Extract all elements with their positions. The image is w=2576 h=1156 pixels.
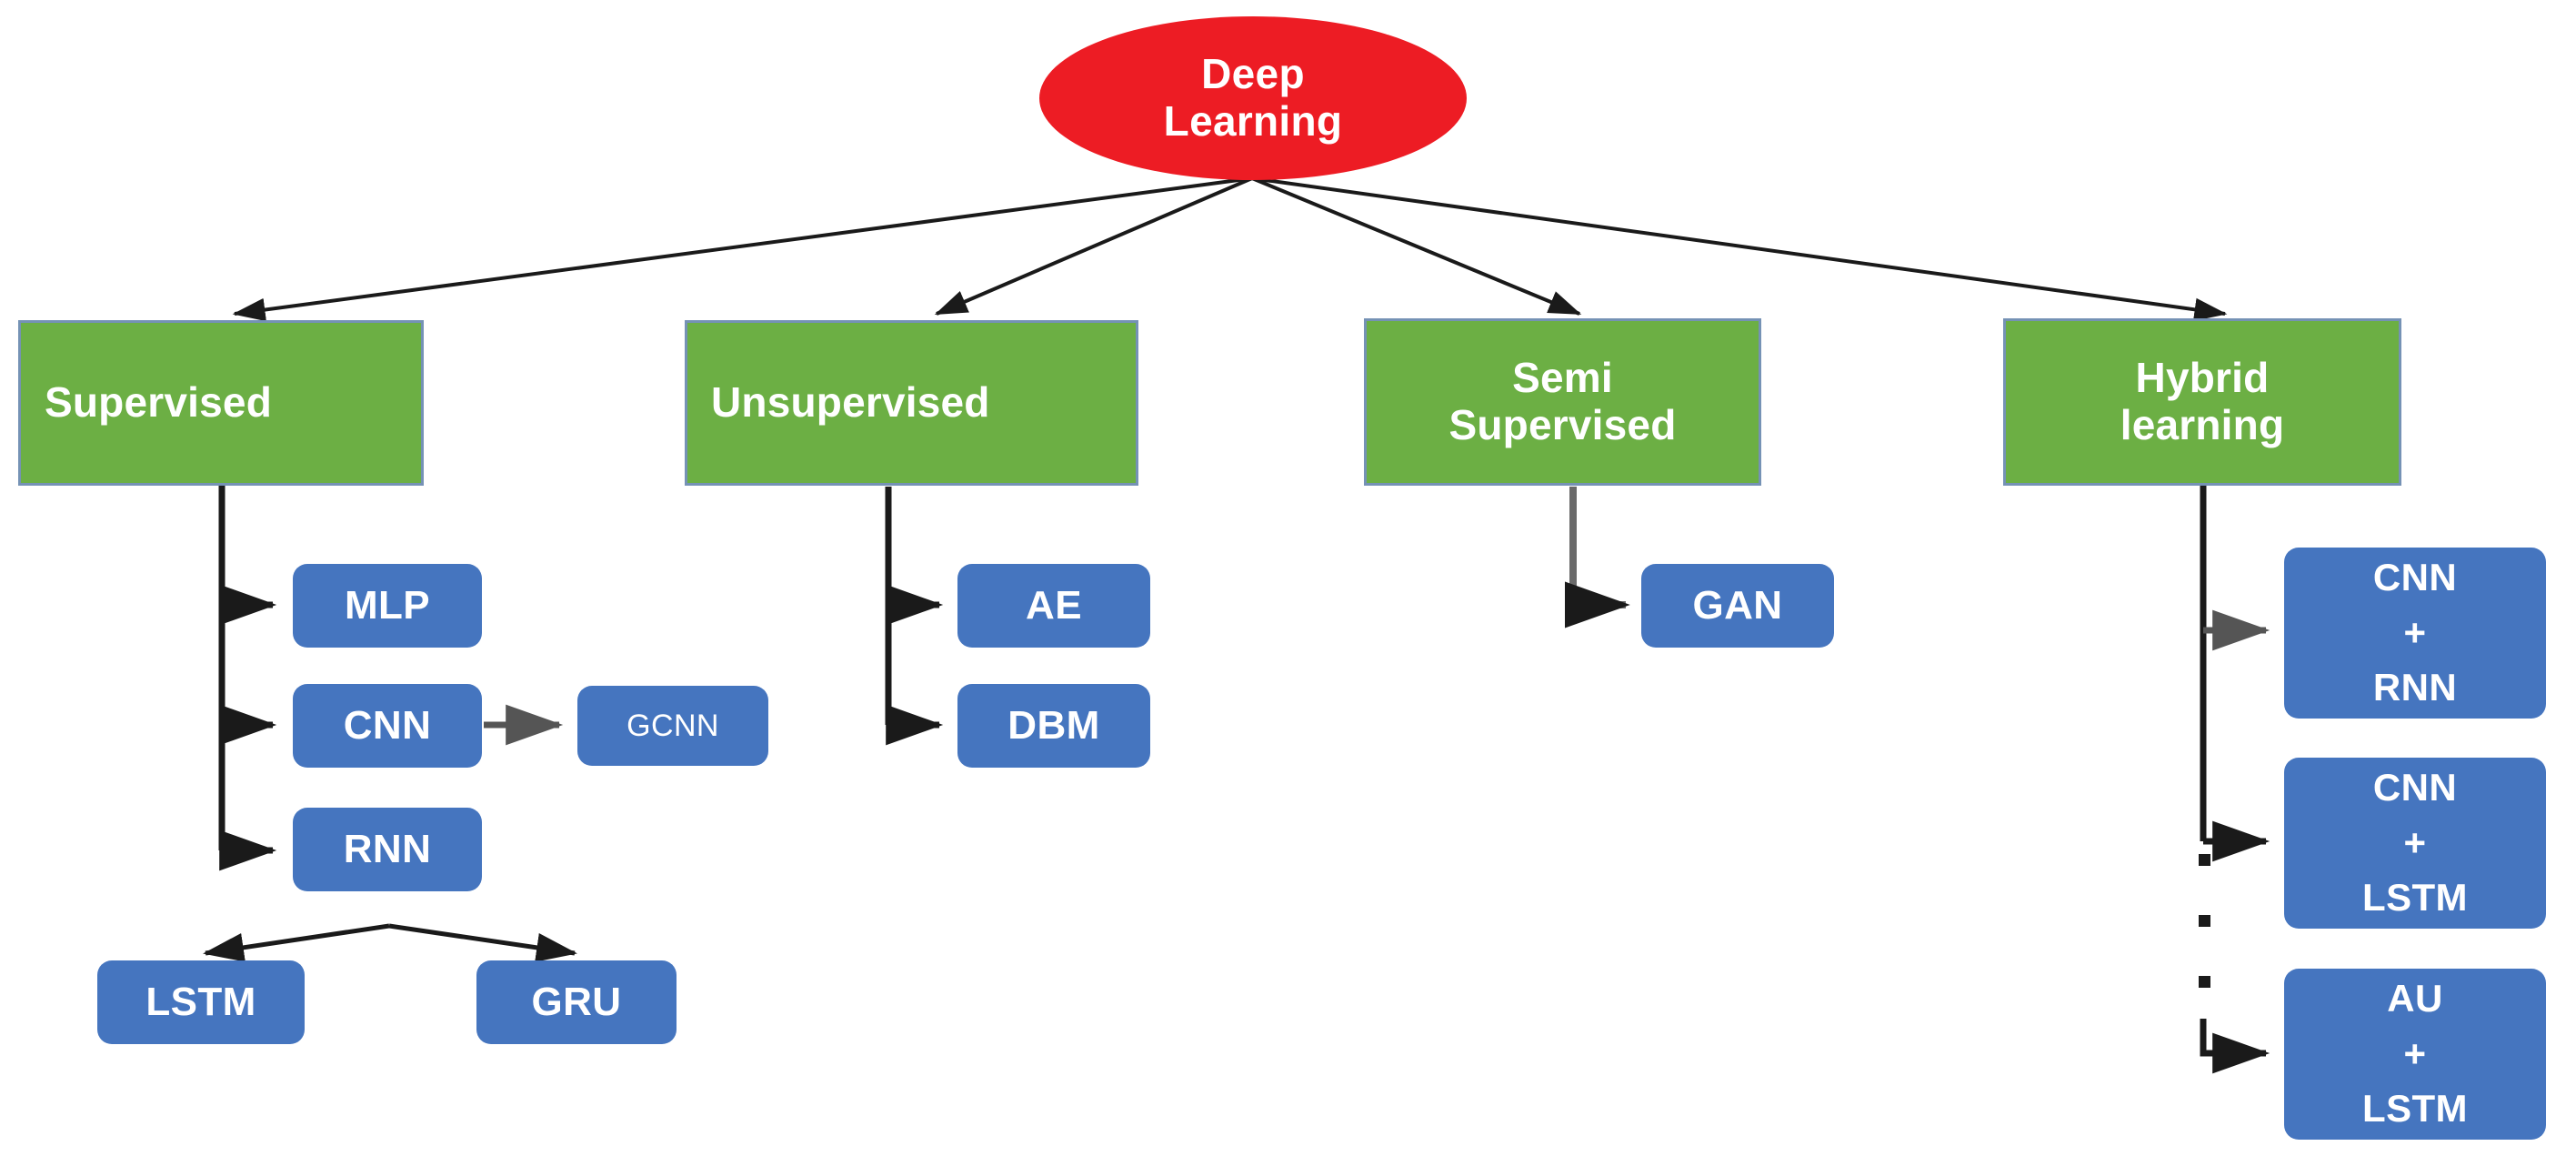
leaf-node-gru[interactable]: GRU bbox=[476, 960, 677, 1044]
leaf-label-dbm: DBM bbox=[1007, 703, 1100, 749]
leaf-label-cnn-lstm-line2: + bbox=[2403, 820, 2427, 864]
leaf-label-mlp: MLP bbox=[344, 583, 431, 628]
leaf-label-gan: GAN bbox=[1692, 583, 1783, 628]
supervised-branch-connectors bbox=[218, 485, 277, 871]
leaf-label-rnn: RNN bbox=[343, 827, 432, 872]
leaf-node-cnn-rnn[interactable]: CNN + RNN bbox=[2284, 548, 2546, 719]
semi-supervised-branch-connectors bbox=[1564, 487, 1630, 628]
unsupervised-branch-connectors bbox=[885, 487, 944, 746]
root-label-line1: Deep bbox=[1201, 50, 1305, 98]
category-node-hybrid-learning[interactable]: Hybrid learning bbox=[2003, 318, 2401, 486]
leaf-node-gcnn[interactable]: GCNN bbox=[577, 686, 768, 766]
leaf-label-cnn-rnn-line1: CNN bbox=[2372, 555, 2458, 598]
leaf-node-au-lstm[interactable]: AU + LSTM bbox=[2284, 969, 2546, 1140]
leaf-node-lstm[interactable]: LSTM bbox=[97, 960, 305, 1044]
leaf-node-mlp[interactable]: MLP bbox=[293, 564, 482, 648]
leaf-label-ae: AE bbox=[1026, 583, 1082, 628]
root-to-categories-connectors bbox=[232, 176, 2228, 322]
category-label-semi-line1: Semi bbox=[1512, 354, 1613, 402]
leaf-label-au-lstm-line1: AU bbox=[2387, 976, 2443, 1020]
leaf-label-cnn-rnn-line2: + bbox=[2403, 610, 2427, 654]
leaf-label-gcnn: GCNN bbox=[626, 708, 719, 743]
category-label-hybrid-line1: Hybrid bbox=[2135, 354, 2270, 402]
leaf-node-cnn-lstm[interactable]: CNN + LSTM bbox=[2284, 758, 2546, 929]
category-label-unsupervised: Unsupervised bbox=[711, 378, 990, 427]
category-label-semi-line2: Supervised bbox=[1448, 401, 1677, 448]
hybrid-branch-connectors bbox=[2200, 485, 2270, 1074]
leaf-node-dbm[interactable]: DBM bbox=[957, 684, 1150, 768]
leaf-node-rnn[interactable]: RNN bbox=[293, 808, 482, 891]
ellipsis-dot-2 bbox=[2199, 915, 2210, 927]
ellipsis-dot-3 bbox=[2199, 976, 2210, 988]
root-node-deep-learning[interactable]: Deep Learning bbox=[1039, 16, 1467, 180]
category-node-supervised[interactable]: Supervised bbox=[18, 320, 424, 486]
leaf-node-gan[interactable]: GAN bbox=[1641, 564, 1834, 648]
root-label-line2: Learning bbox=[1163, 97, 1343, 145]
ellipsis-dot-1 bbox=[2199, 854, 2210, 866]
leaf-label-gru: GRU bbox=[531, 980, 622, 1025]
leaf-label-cnn-lstm-line3: LSTM bbox=[2362, 876, 2468, 920]
category-node-semi-supervised[interactable]: Semi Supervised bbox=[1364, 318, 1761, 486]
leaf-label-cnn: CNN bbox=[343, 703, 432, 749]
leaf-label-lstm: LSTM bbox=[145, 980, 256, 1025]
leaf-label-au-lstm-line2: + bbox=[2403, 1031, 2427, 1075]
category-node-unsupervised[interactable]: Unsupervised bbox=[685, 320, 1138, 486]
leaf-node-cnn[interactable]: CNN bbox=[293, 684, 482, 768]
category-label-hybrid-line2: learning bbox=[2120, 401, 2285, 448]
category-label-supervised: Supervised bbox=[45, 378, 272, 427]
leaf-label-cnn-rnn-line3: RNN bbox=[2372, 666, 2458, 709]
leaf-label-au-lstm-line3: LSTM bbox=[2362, 1087, 2468, 1131]
leaf-node-ae[interactable]: AE bbox=[957, 564, 1150, 648]
rnn-to-lstm-gru-connectors bbox=[203, 923, 577, 962]
leaf-label-cnn-lstm-line1: CNN bbox=[2372, 765, 2458, 809]
